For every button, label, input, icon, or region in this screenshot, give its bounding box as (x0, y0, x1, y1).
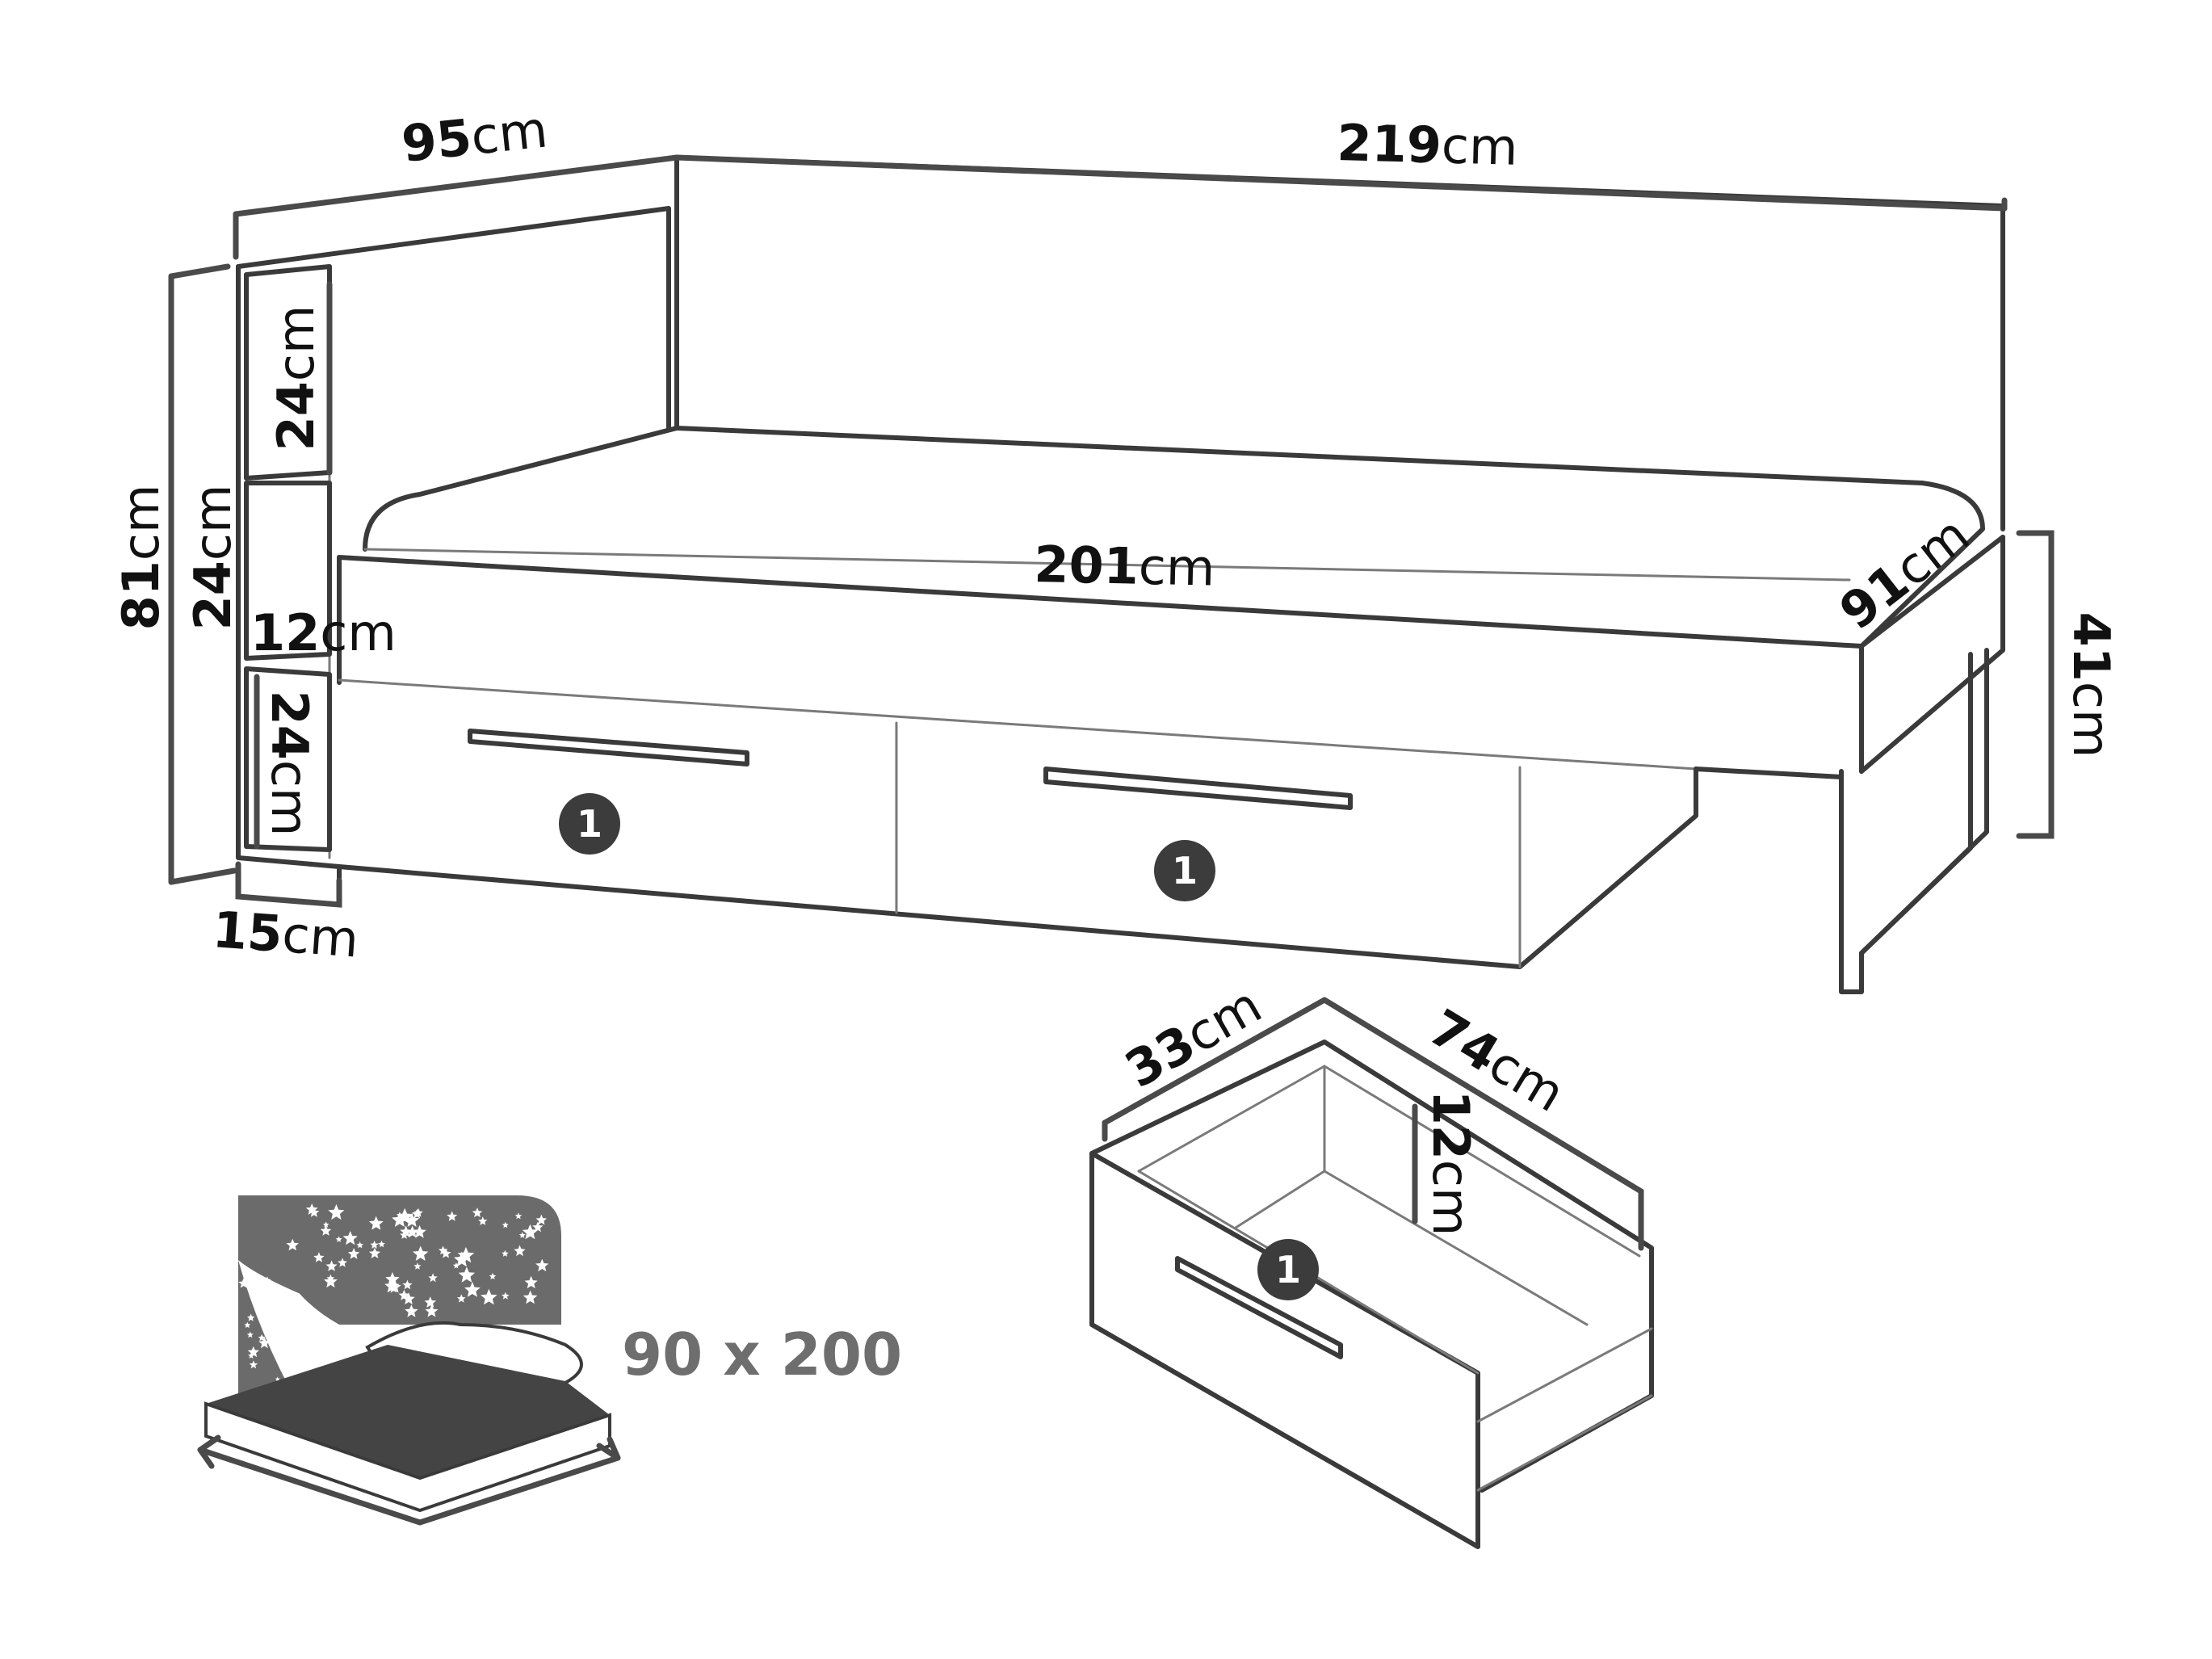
star-icon (278, 1323, 284, 1329)
star-icon (384, 1279, 400, 1293)
star-icon (370, 1241, 379, 1249)
dim-label-seat-height: 41cm (2062, 612, 2121, 758)
star-icon (478, 1216, 488, 1225)
star-icon (532, 1221, 544, 1233)
star-icon (452, 1262, 460, 1269)
star-icon (272, 1307, 284, 1318)
dim-label-bed-length: 219cm (1337, 113, 1519, 177)
dim-label-shelf-width: 15cm (211, 900, 360, 968)
star-icon (535, 1258, 549, 1272)
star-icon (481, 1288, 497, 1305)
star-icon (258, 1277, 264, 1283)
star-icon (522, 1224, 539, 1240)
star-icon (378, 1240, 385, 1248)
svg-text:1: 1 (1172, 849, 1198, 892)
star-icon (326, 1274, 335, 1283)
svg-text:1: 1 (1275, 1248, 1301, 1292)
star-icon (514, 1212, 523, 1220)
star-icon (413, 1224, 426, 1238)
star-icon (424, 1296, 437, 1308)
star-icon (322, 1221, 329, 1228)
star-icon (305, 1203, 318, 1215)
star-icon (502, 1250, 509, 1257)
star-icon (385, 1272, 400, 1286)
star-icon (447, 1211, 458, 1221)
star-icon (238, 1203, 549, 1382)
star-icon (244, 1321, 251, 1329)
star-icon (440, 1248, 451, 1258)
star-icon (524, 1275, 538, 1289)
star-icon (405, 1304, 418, 1317)
dim-label-shelf-gap: 12cm (250, 603, 397, 662)
star-icon (320, 1225, 332, 1236)
star-icon (464, 1281, 481, 1297)
star-icon (392, 1212, 408, 1227)
dim-label-bed-height: 81cm (111, 485, 170, 631)
dim-label-mattress-length: 201cm (1034, 535, 1215, 598)
star-icon (324, 1275, 338, 1288)
star-icon (249, 1360, 258, 1369)
star-icon (328, 1203, 345, 1220)
star-icon (325, 1260, 338, 1271)
star-icon (425, 1304, 439, 1317)
star-icon (502, 1292, 510, 1300)
star-icon (472, 1208, 483, 1218)
star-icon (457, 1246, 475, 1263)
star-icon (266, 1318, 277, 1329)
star-icon (246, 1313, 255, 1321)
star-icon (313, 1252, 325, 1262)
mattress-size-icon (197, 1195, 621, 1526)
dimension-lines (168, 154, 2055, 1251)
drawer-number-badge: 1 (1257, 1239, 1319, 1300)
star-icon (523, 1290, 538, 1304)
star-icon (402, 1292, 415, 1304)
star-icon (283, 1342, 288, 1347)
star-icon (514, 1245, 526, 1257)
star-icon (264, 1306, 272, 1313)
drawer-number-badge: 1 (559, 793, 620, 855)
star-icon (457, 1294, 466, 1303)
star-icon (405, 1225, 419, 1238)
dim-label-bed-depth: 95cm (399, 99, 550, 173)
star-icon (535, 1214, 548, 1225)
star-icon (502, 1221, 509, 1228)
star-icon (263, 1276, 271, 1284)
star-icon (405, 1212, 420, 1227)
star-icon (247, 1346, 259, 1358)
star-icon (368, 1247, 381, 1258)
dimension-labels: 95cm 219cm 81cm 24cm 24cm 12cm 24cm 15cm… (111, 99, 2121, 1236)
svg-text:1: 1 (577, 802, 602, 846)
star-icon (368, 1216, 384, 1230)
star-icon (412, 1208, 422, 1219)
star-icon (489, 1272, 497, 1280)
star-icon (400, 1230, 409, 1239)
star-icon (413, 1245, 429, 1261)
dim-label-shelf-side: 24cm (183, 485, 242, 631)
star-icon (342, 1231, 358, 1245)
star-icon (238, 1278, 249, 1288)
star-icon (282, 1316, 295, 1328)
dim-label-shelf-upper: 24cm (267, 305, 325, 452)
star-icon (286, 1238, 299, 1251)
star-icon (347, 1248, 360, 1259)
star-icon (338, 1258, 347, 1267)
star-icon (428, 1273, 438, 1283)
star-icon (402, 1279, 413, 1290)
star-icon (258, 1337, 271, 1349)
star-icon (518, 1232, 526, 1238)
dim-label-drawer-height: 12cm (1421, 1090, 1480, 1237)
star-icon (335, 1236, 342, 1242)
mattress-size-label: 90 x 200 (622, 1321, 902, 1388)
star-icon (356, 1241, 364, 1249)
star-icon (458, 1266, 476, 1283)
star-icon (413, 1262, 422, 1270)
star-icon (246, 1331, 254, 1338)
drawer-drawing (1089, 1040, 1654, 1549)
drawer-number-badge: 1 (1154, 840, 1215, 901)
dim-label-shelf-lower: 24cm (260, 691, 319, 837)
